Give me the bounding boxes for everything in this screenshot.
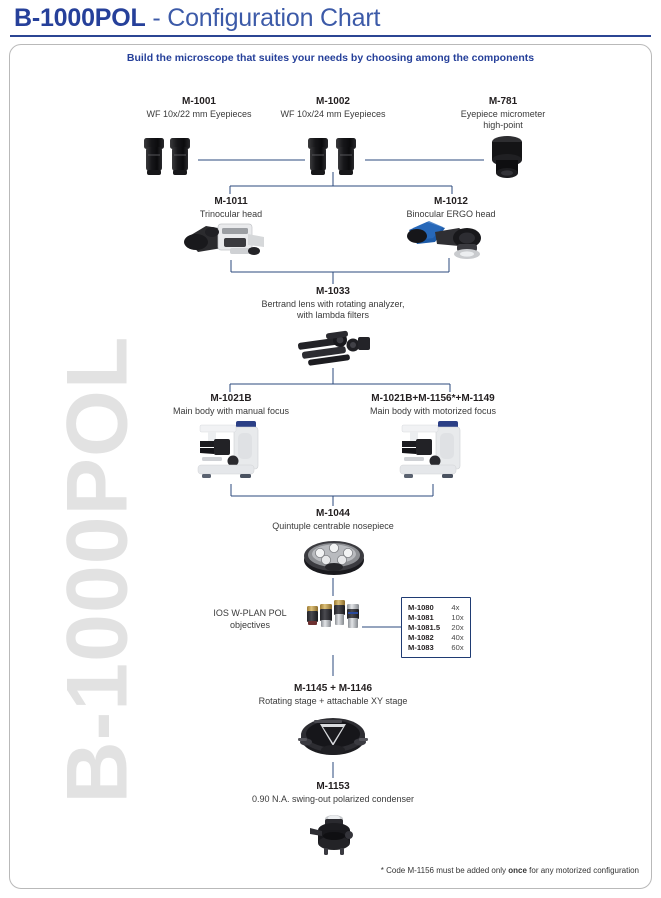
objective-code: M-1081.5 [408, 622, 441, 632]
label-eyepiece-right: M-781 Eyepiece micrometer high-point [428, 96, 578, 131]
desc-m1145-m1146: Rotating stage + attachable XY stage [258, 695, 408, 706]
label-bertrand: M-1033 Bertrand lens with rotating analy… [223, 286, 443, 321]
label-condenser: M-1153 0.90 N.A. swing-out polarized con… [223, 781, 443, 805]
desc-m1033-line2: with lambda filters [296, 309, 370, 320]
image-objectives-ios-wplan-pol [307, 600, 359, 628]
desc-m1153: 0.90 N.A. swing-out polarized condenser [251, 793, 415, 804]
page-title: B-1000POL - Configuration Chart [14, 4, 380, 33]
objective-code: M-1082 [408, 633, 434, 643]
desc-m1044: Quintuple centrable nosepiece [272, 520, 394, 531]
objectives-table-row: M-1083 60x [408, 643, 465, 653]
desc-m1011: Trinocular head [199, 208, 263, 219]
objective-code: M-1083 [408, 643, 434, 653]
image-main-body-manual-m1021b [197, 421, 259, 478]
footnote-pre: * Code M-1156 must be added only [380, 866, 509, 875]
label-head-right: M-1012 Binocular ERGO head [372, 196, 530, 220]
desc-m1001: WF 10x/22 mm Eyepieces [146, 108, 252, 119]
code-m1044: M-1044 [316, 508, 350, 519]
objective-code: M-1081 [408, 612, 434, 622]
label-head-left: M-1011 Trinocular head [152, 196, 310, 220]
label-body-right: M-1021B+M-1156*+M-1149 Main body with mo… [353, 393, 513, 417]
image-binocular-ergo-head-m1012 [407, 221, 481, 259]
code-m1012: M-1012 [434, 196, 468, 207]
objective-magnification: 20x [451, 622, 464, 632]
desc-m781-line1: Eyepiece micrometer [460, 108, 546, 119]
page-header: B-1000POL - Configuration Chart [0, 0, 661, 40]
footnote-emphasis: once [508, 866, 527, 875]
desc-m1012: Binocular ERGO head [406, 208, 496, 219]
objectives-table-row: M-1081 10x [408, 612, 465, 622]
label-objectives: IOS W-PLAN POL objectives [196, 608, 304, 631]
code-m781: M-781 [488, 96, 518, 107]
code-m1011: M-1011 [214, 196, 248, 207]
objective-magnification: 40x [451, 633, 464, 643]
objective-magnification: 60x [451, 643, 464, 653]
code-m1153: M-1153 [316, 781, 350, 792]
desc-objectives-line2: objectives [229, 619, 271, 630]
desc-m1021b-motorized: Main body with motorized focus [369, 405, 497, 416]
image-bertrand-lens-m1033 [297, 330, 370, 366]
image-eyepieces-m1001 [144, 138, 190, 175]
footnote-post: for any motorized configuration [526, 866, 639, 875]
code-m1002: M-1002 [316, 96, 350, 107]
desc-m1002: WF 10x/24 mm Eyepieces [280, 108, 386, 119]
code-m1145-m1146: M-1145 + M-1146 [293, 683, 373, 694]
label-nosepiece: M-1044 Quintuple centrable nosepiece [243, 508, 423, 532]
footnote: * Code M-1156 must be added only once fo… [381, 866, 639, 875]
title-underline [10, 35, 651, 37]
label-eyepiece-center: M-1002 WF 10x/24 mm Eyepieces [244, 96, 422, 120]
chart-frame [9, 44, 652, 889]
label-body-left: M-1021B Main body with manual focus [152, 393, 310, 417]
objective-code: M-1080 [408, 602, 434, 612]
objectives-table-row: M-1081.5 20x [408, 622, 465, 632]
objective-magnification: 4x [451, 602, 460, 612]
chart-subtitle: Build the microscope that suites your ne… [126, 52, 535, 64]
code-m1033: M-1033 [316, 286, 350, 297]
label-stage: M-1145 + M-1146 Rotating stage + attacha… [228, 683, 438, 707]
label-eyepiece-left: M-1001 WF 10x/22 mm Eyepieces [110, 96, 288, 120]
desc-m1021b: Main body with manual focus [172, 405, 290, 416]
page-title-model: B-1000POL [14, 4, 146, 32]
image-condenser-m1153 [310, 815, 353, 855]
objectives-table-row: M-1080 4x [408, 602, 465, 612]
desc-m1033-line1: Bertrand lens with rotating analyzer, [261, 298, 405, 309]
image-main-body-motorized-m1021b [399, 421, 461, 478]
image-eyepieces-m1002 [308, 138, 356, 175]
code-m1021b: M-1021B [210, 393, 252, 404]
desc-objectives-line1: IOS W-PLAN POL [213, 608, 287, 618]
page-title-suffix: - Configuration Chart [145, 4, 381, 32]
code-m1001: M-1001 [182, 96, 216, 107]
image-nosepiece-m1044 [304, 541, 364, 575]
image-eyepiece-micrometer-m781 [492, 136, 522, 178]
objective-magnification: 10x [451, 612, 464, 622]
image-trinocular-head-m1011 [184, 223, 264, 255]
code-m1021b-motorized: M-1021B+M-1156*+M-1149 [371, 393, 495, 404]
objectives-table-row: M-1082 40x [408, 633, 465, 643]
desc-m781-line2: high-point [483, 119, 523, 130]
image-rotating-stage-m1145-m1146 [298, 718, 368, 755]
